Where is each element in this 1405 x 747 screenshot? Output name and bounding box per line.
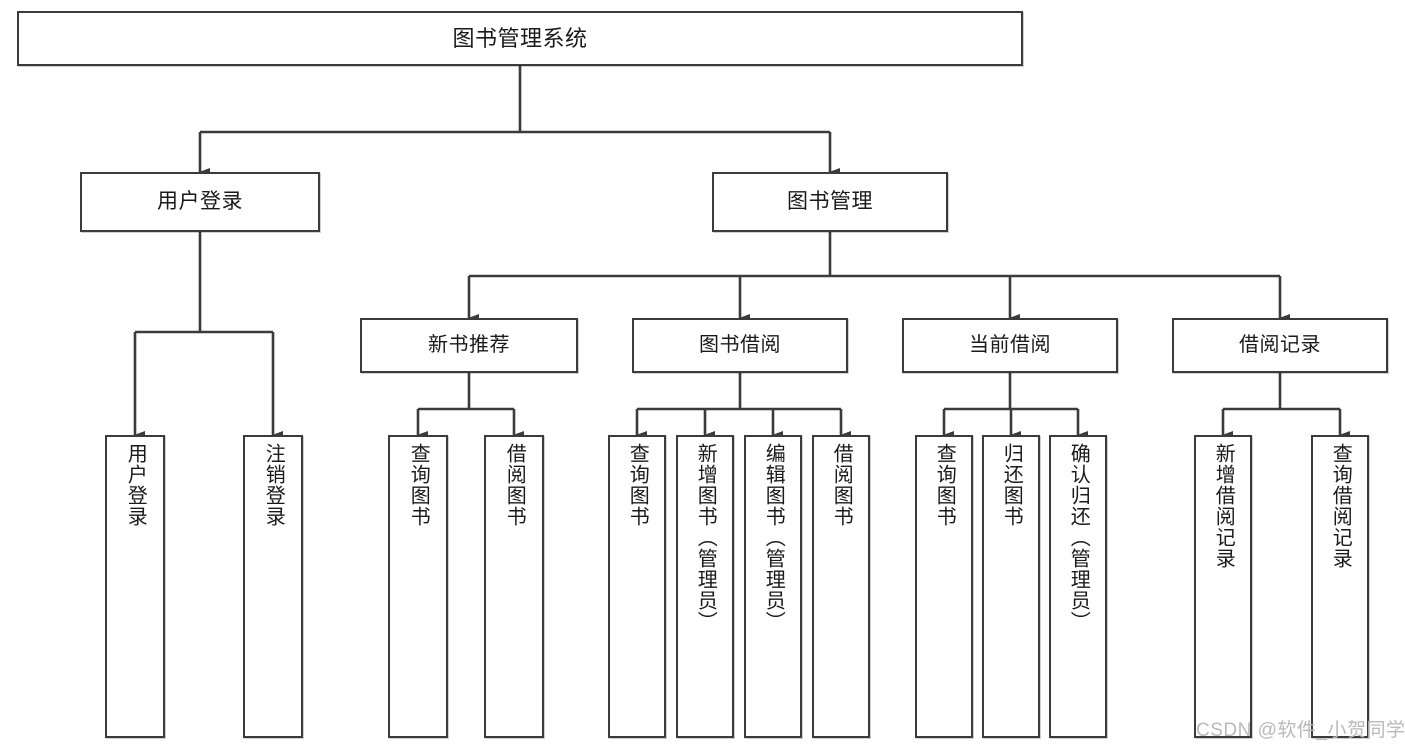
node-leaf-bb-edit-book[interactable]: 编辑图书（管理员） <box>744 435 802 738</box>
node-root[interactable]: 图书管理系统 <box>17 11 1023 66</box>
node-leaf-user-login-label: 用户登录 <box>124 443 147 527</box>
node-user-login[interactable]: 用户登录 <box>80 172 320 232</box>
node-leaf-nbr-borrow-book-label: 借阅图书 <box>503 443 526 527</box>
node-new-book-recommend[interactable]: 新书推荐 <box>360 318 578 373</box>
node-current-borrow-label: 当前借阅 <box>969 333 1051 356</box>
node-leaf-br-add-record[interactable]: 新增借阅记录 <box>1194 435 1252 738</box>
node-leaf-cb-confirm-return-label: 确认归还（管理员） <box>1067 443 1090 632</box>
node-borrow-record-label: 借阅记录 <box>1239 333 1321 356</box>
node-user-login-label: 用户登录 <box>157 189 243 213</box>
node-leaf-cb-confirm-return[interactable]: 确认归还（管理员） <box>1049 435 1107 738</box>
node-borrow-record[interactable]: 借阅记录 <box>1172 318 1388 373</box>
node-book-management[interactable]: 图书管理 <box>712 172 948 232</box>
node-book-borrow[interactable]: 图书借阅 <box>632 318 848 373</box>
node-leaf-br-query-record-label: 查询借阅记录 <box>1329 443 1352 569</box>
node-root-label: 图书管理系统 <box>452 25 588 51</box>
node-leaf-user-login[interactable]: 用户登录 <box>105 435 165 738</box>
node-leaf-nbr-borrow-book[interactable]: 借阅图书 <box>484 435 544 738</box>
node-book-borrow-label: 图书借阅 <box>699 333 781 356</box>
node-leaf-br-query-record[interactable]: 查询借阅记录 <box>1311 435 1369 738</box>
node-leaf-bb-query-book-label: 查询图书 <box>626 443 649 527</box>
node-new-book-recommend-label: 新书推荐 <box>428 333 510 356</box>
node-leaf-user-logout[interactable]: 注销登录 <box>243 435 303 738</box>
node-leaf-bb-edit-book-label: 编辑图书（管理员） <box>762 443 785 632</box>
node-leaf-bb-add-book[interactable]: 新增图书（管理员） <box>676 435 734 738</box>
watermark-csdn: CSDN @软件_小贺同学 <box>1196 720 1405 741</box>
node-leaf-bb-borrow-book[interactable]: 借阅图书 <box>812 435 870 738</box>
node-leaf-user-logout-label: 注销登录 <box>262 443 285 527</box>
node-leaf-cb-query-book[interactable]: 查询图书 <box>915 435 973 738</box>
node-leaf-br-add-record-label: 新增借阅记录 <box>1212 443 1235 569</box>
node-leaf-bb-borrow-book-label: 借阅图书 <box>830 443 853 527</box>
node-leaf-cb-query-book-label: 查询图书 <box>933 443 956 527</box>
node-leaf-cb-return-book[interactable]: 归还图书 <box>982 435 1040 738</box>
node-leaf-nbr-query-book[interactable]: 查询图书 <box>388 435 448 738</box>
node-leaf-bb-query-book[interactable]: 查询图书 <box>608 435 666 738</box>
node-current-borrow[interactable]: 当前借阅 <box>902 318 1118 373</box>
node-leaf-cb-return-book-label: 归还图书 <box>1000 443 1023 527</box>
node-leaf-nbr-query-book-label: 查询图书 <box>407 443 430 527</box>
node-book-management-label: 图书管理 <box>787 189 873 213</box>
node-leaf-bb-add-book-label: 新增图书（管理员） <box>694 443 717 632</box>
